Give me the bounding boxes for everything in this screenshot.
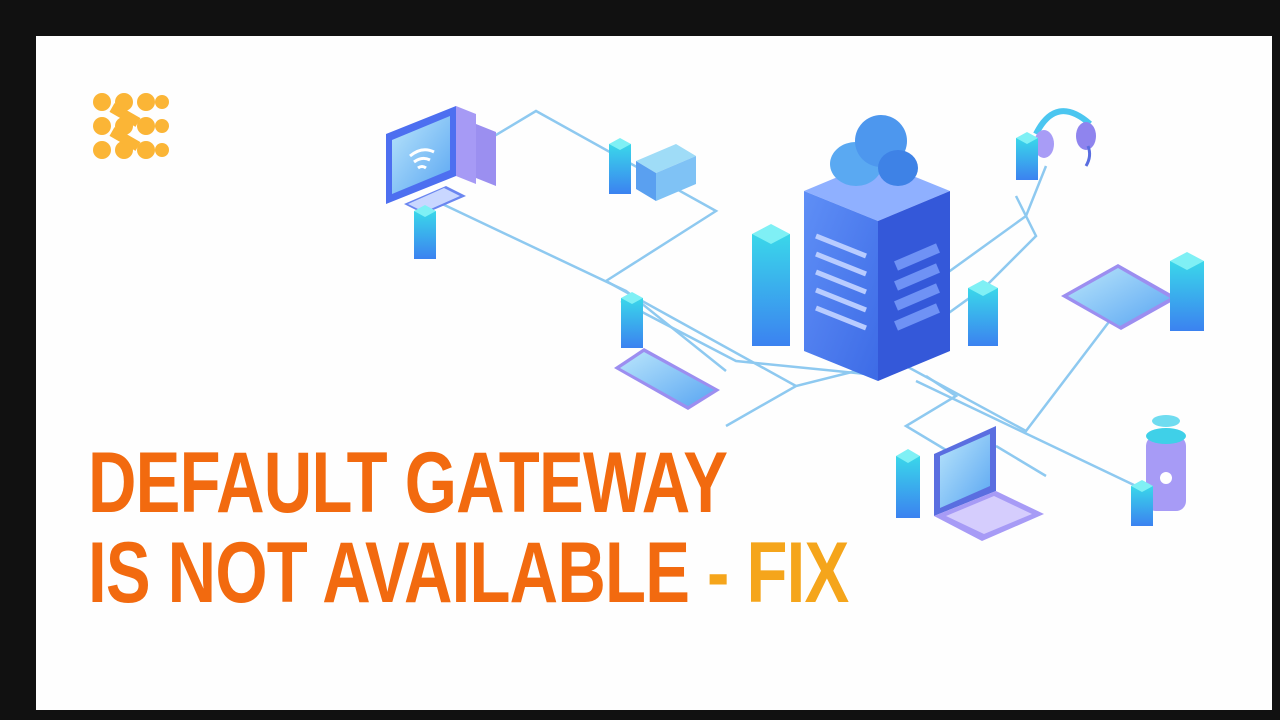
network-illustration [386, 106, 1204, 541]
smart-speaker-icon [1146, 415, 1186, 511]
node-tower [1016, 132, 1038, 180]
laptop-icon [934, 426, 1044, 541]
logo-dots-icon [93, 93, 169, 159]
headline-accent-fix: FIX [746, 525, 849, 621]
node-towers [414, 132, 1204, 526]
headline-line-1: DEFAULT GATEWAY [88, 435, 728, 531]
node-tower [752, 224, 790, 346]
thumbnail-canvas: DEFAULT GATEWAY IS NOT AVAILABLE - FIX [36, 36, 1272, 710]
smartphone-icon [614, 348, 720, 410]
router-icon [636, 144, 696, 201]
server-tower-icon [804, 161, 950, 381]
node-tower [414, 205, 436, 259]
headline-main: IS NOT AVAILABLE [88, 525, 690, 621]
headset-icon [1033, 108, 1096, 167]
node-tower [1131, 480, 1153, 526]
node-tower [896, 449, 920, 518]
tablet-icon [1061, 264, 1178, 330]
node-tower [609, 138, 631, 194]
desktop-computer-icon [386, 106, 496, 214]
headline-dash: - [689, 525, 747, 621]
node-tower [621, 292, 643, 348]
node-tower [1170, 252, 1204, 331]
headline-line-2: IS NOT AVAILABLE - FIX [88, 530, 849, 616]
cloud-icon [830, 115, 918, 186]
node-tower [968, 280, 998, 346]
